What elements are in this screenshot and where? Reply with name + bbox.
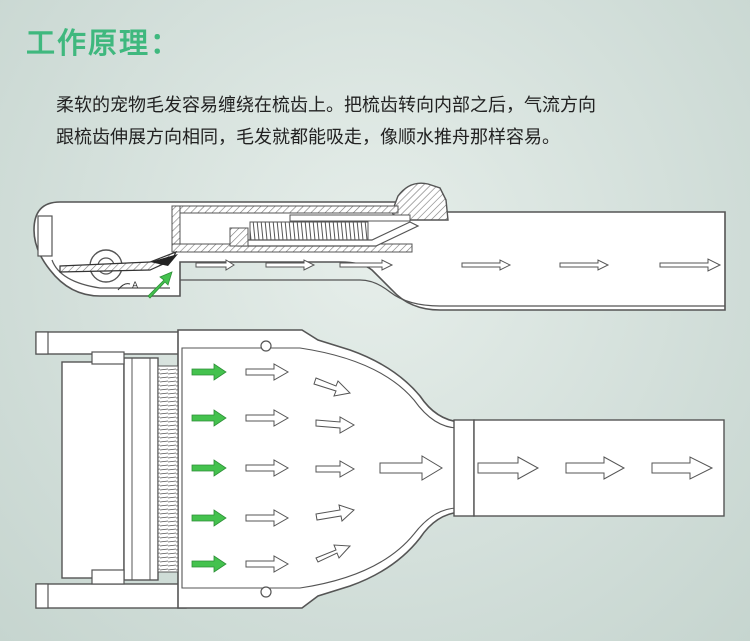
side-label-a: A (132, 281, 139, 291)
top-view (35, 329, 725, 609)
page-title: 工作原理： (26, 26, 182, 60)
side-body-outline (33, 201, 726, 311)
top-screw-lower (260, 586, 272, 598)
side-comb-tip (150, 254, 178, 266)
top-rail-lower-end (35, 583, 49, 609)
side-top-wall (171, 205, 399, 214)
side-handle-head (391, 182, 449, 221)
top-comb-clip-lower (91, 569, 125, 585)
top-comb-clip-upper (91, 351, 125, 365)
top-pipe-collar (453, 419, 475, 517)
side-head-inner (51, 259, 170, 289)
side-spring (249, 221, 369, 243)
side-green-arrow (147, 271, 173, 299)
top-screw-upper (260, 340, 272, 352)
top-rail-upper (35, 331, 187, 355)
side-tube-flare (359, 279, 725, 307)
side-view: A (33, 182, 726, 311)
top-comb-bristles (157, 365, 179, 573)
description-line-2: 跟梳齿伸展方向相同，毛发就都能吸走，像顺水推舟那样容易。 (56, 127, 560, 148)
top-rail-lower (35, 583, 187, 609)
side-airflow-arrows (195, 258, 722, 272)
top-outline-arrows (245, 363, 714, 573)
description-line-1: 柔软的宠物毛发容易缠绕在梳齿上。把梳齿转向内部之后，气流方向 (56, 95, 596, 116)
top-comb-frame (123, 357, 159, 581)
top-green-arrows (191, 363, 227, 573)
top-rail-upper-end (35, 331, 49, 355)
side-rail (289, 214, 411, 222)
side-label-arrow (117, 283, 131, 291)
side-slider-block (229, 227, 249, 247)
side-head-cap (37, 215, 53, 257)
top-comb-back (61, 361, 125, 579)
description: 柔软的宠物毛发容易缠绕在梳齿上。把梳齿转向内部之后，气流方向 跟梳齿伸展方向相同… (56, 90, 736, 154)
